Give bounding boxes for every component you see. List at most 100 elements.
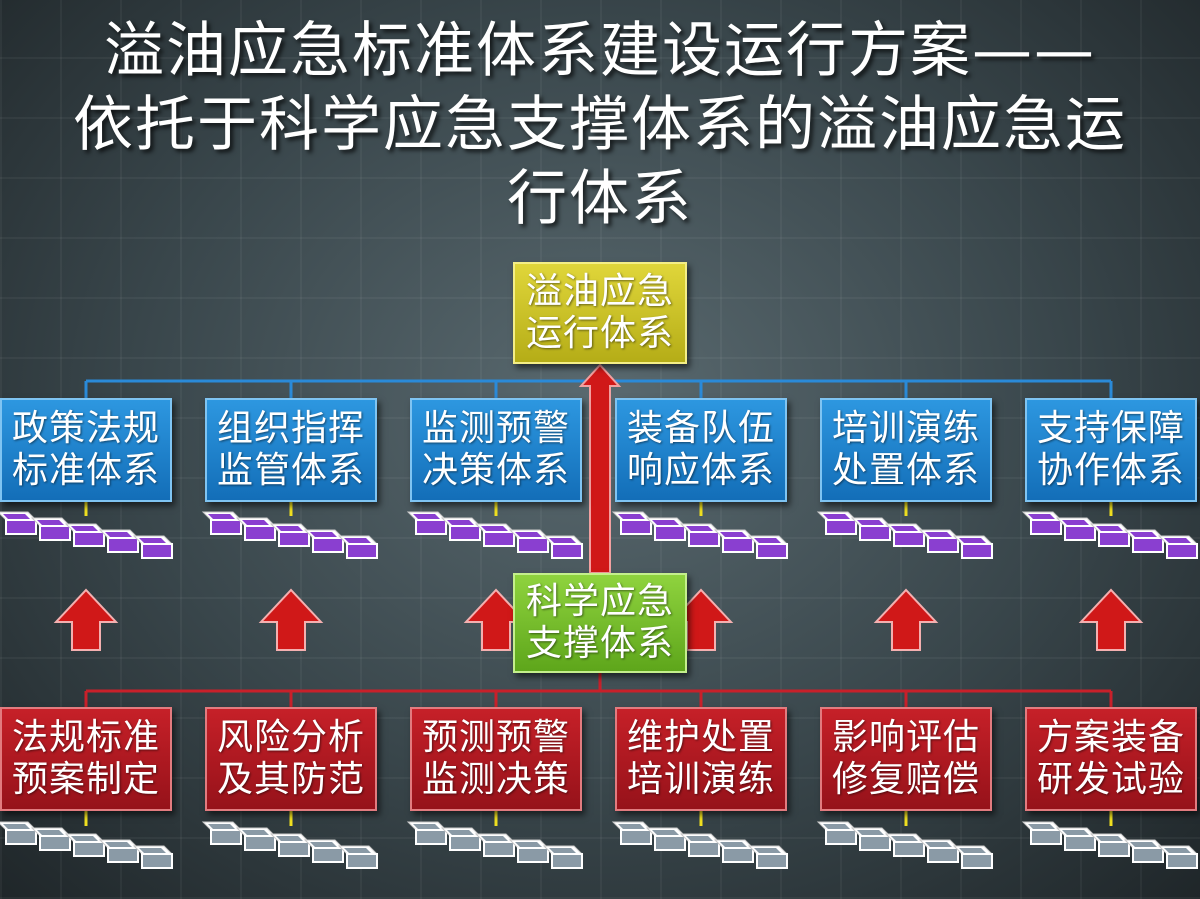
- lower-tray-cell-3-2: [440, 827, 482, 851]
- lower-tray-cell-3-4: [508, 839, 550, 863]
- lower-tray-cell-6-2: [1055, 827, 1097, 851]
- lower-tray-cell-5-3: [884, 833, 926, 857]
- top-node-line-2: 运行体系: [525, 313, 674, 354]
- lower-tray-cell-3-3: [474, 833, 516, 857]
- mid-node-scientific-emergency-support-system: 科学应急 支撑体系: [513, 573, 687, 673]
- lower-box-5-line-2: 修复赔偿: [831, 759, 980, 800]
- lower-tray-cell-5-2: [850, 827, 892, 851]
- slide-title-line-3: 行体系: [507, 164, 693, 234]
- lower-tray-cell-1-3: [64, 833, 106, 857]
- upper-tray-cell-3-5: [542, 535, 584, 559]
- lower-tray-cell-5-1: [816, 821, 858, 845]
- upper-tray-cell-1-2: [30, 517, 72, 541]
- mid-node-line-1: 科学应急: [525, 581, 674, 622]
- upper-box-5-line-1: 培训演练: [831, 408, 980, 449]
- lower-tray-cell-4-5: [747, 845, 789, 869]
- upper-box-2-line-2: 监管体系: [216, 450, 365, 491]
- up-arrow-icon-3: [463, 588, 529, 651]
- lower-box-2: 风险分析 及其防范: [205, 707, 377, 811]
- upper-box-4-line-1: 装备队伍: [626, 408, 775, 449]
- lower-box-5-line-1: 影响评估: [831, 717, 980, 758]
- upper-box-1: 政策法规 标准体系: [0, 398, 172, 502]
- lower-tray-cell-1-2: [30, 827, 72, 851]
- upper-tray-cell-2-5: [337, 535, 379, 559]
- upper-tray-cell-5-2: [850, 517, 892, 541]
- upper-box-1-line-1: 政策法规: [11, 408, 160, 449]
- lower-tray-cell-2-2: [235, 827, 277, 851]
- upper-tray-cell-3-4: [508, 529, 550, 553]
- lower-box-3-line-1: 预测预警: [421, 717, 570, 758]
- upper-tray-cell-4-4: [713, 529, 755, 553]
- upper-box-2-line-1: 组织指挥: [216, 408, 365, 449]
- slide-title-line-2: 依托于科学应急支撑体系的溢油应急运: [73, 90, 1127, 160]
- top-node-line-1: 溢油应急: [525, 271, 674, 312]
- upper-tray-cell-6-2: [1055, 517, 1097, 541]
- upper-box-6-line-1: 支持保障: [1036, 408, 1185, 449]
- upper-tray-cell-6-1: [1021, 511, 1063, 535]
- upper-tray-cell-4-5: [747, 535, 789, 559]
- upper-tray-cell-2-3: [269, 523, 311, 547]
- upper-tray-cell-1-3: [64, 523, 106, 547]
- slide-title: 溢油应急标准体系建设运行方案—— 依托于科学应急支撑体系的溢油应急运 行体系: [0, 14, 1200, 236]
- central-up-arrow-icon: [578, 363, 622, 574]
- lower-box-2-line-1: 风险分析: [216, 717, 365, 758]
- upper-box-5-line-2: 处置体系: [831, 450, 980, 491]
- upper-tray-cell-4-1: [611, 511, 653, 535]
- upper-box-4: 装备队伍 响应体系: [615, 398, 787, 502]
- upper-tray-cell-2-4: [303, 529, 345, 553]
- lower-tray-cell-1-4: [98, 839, 140, 863]
- up-arrow-icon-6: [1078, 588, 1144, 651]
- upper-tray-cell-6-4: [1123, 529, 1165, 553]
- up-arrow-icon-5: [873, 588, 939, 651]
- lower-box-3-line-2: 监测决策: [421, 759, 570, 800]
- upper-tray-cell-5-3: [884, 523, 926, 547]
- lower-tray-cell-2-5: [337, 845, 379, 869]
- lower-box-4: 维护处置 培训演练: [615, 707, 787, 811]
- lower-tray-cell-5-4: [918, 839, 960, 863]
- upper-tray-cell-3-3: [474, 523, 516, 547]
- lower-tray-cell-6-3: [1089, 833, 1131, 857]
- lower-box-5: 影响评估 修复赔偿: [820, 707, 992, 811]
- upper-tray-cell-5-1: [816, 511, 858, 535]
- upper-tray-cell-6-5: [1157, 535, 1199, 559]
- upper-box-3: 监测预警 决策体系: [410, 398, 582, 502]
- upper-box-5: 培训演练 处置体系: [820, 398, 992, 502]
- upper-tray-cell-5-4: [918, 529, 960, 553]
- lower-tray-cell-6-5: [1157, 845, 1199, 869]
- upper-tray-cell-2-2: [235, 517, 277, 541]
- lower-tray-cell-2-1: [201, 821, 243, 845]
- lower-box-2-line-2: 及其防范: [216, 759, 365, 800]
- lower-box-4-line-1: 维护处置: [626, 717, 775, 758]
- lower-box-1-line-1: 法规标准: [11, 717, 160, 758]
- upper-box-4-line-2: 响应体系: [626, 450, 775, 491]
- up-arrow-icon-2: [258, 588, 324, 651]
- lower-tray-cell-6-1: [1021, 821, 1063, 845]
- upper-box-3-line-1: 监测预警: [421, 408, 570, 449]
- lower-tray-cell-4-2: [645, 827, 687, 851]
- lower-box-6-line-1: 方案装备: [1036, 717, 1185, 758]
- lower-box-1: 法规标准 预案制定: [0, 707, 172, 811]
- upper-box-6: 支持保障 协作体系: [1025, 398, 1197, 502]
- upper-box-6-line-2: 协作体系: [1036, 450, 1185, 491]
- upper-box-3-line-2: 决策体系: [421, 450, 570, 491]
- mid-node-line-2: 支撑体系: [525, 623, 674, 664]
- top-node-oil-spill-emergency-operation-system: 溢油应急 运行体系: [513, 262, 687, 364]
- lower-tray-cell-5-5: [952, 845, 994, 869]
- lower-box-6: 方案装备 研发试验: [1025, 707, 1197, 811]
- lower-box-4-line-2: 培训演练: [626, 759, 775, 800]
- lower-box-3: 预测预警 监测决策: [410, 707, 582, 811]
- lower-tray-cell-4-4: [713, 839, 755, 863]
- upper-tray-cell-5-5: [952, 535, 994, 559]
- lower-tray-cell-2-3: [269, 833, 311, 857]
- lower-tray-cell-6-4: [1123, 839, 1165, 863]
- lower-tray-cell-3-5: [542, 845, 584, 869]
- slide-title-line-1: 溢油应急标准体系建设运行方案——: [104, 16, 1096, 86]
- upper-tray-cell-4-3: [679, 523, 721, 547]
- lower-box-1-line-2: 预案制定: [11, 759, 160, 800]
- lower-box-6-line-2: 研发试验: [1036, 759, 1185, 800]
- upper-box-1-line-2: 标准体系: [11, 450, 160, 491]
- upper-tray-cell-2-1: [201, 511, 243, 535]
- upper-tray-cell-1-4: [98, 529, 140, 553]
- lower-tray-cell-1-1: [0, 821, 38, 845]
- upper-tray-cell-6-3: [1089, 523, 1131, 547]
